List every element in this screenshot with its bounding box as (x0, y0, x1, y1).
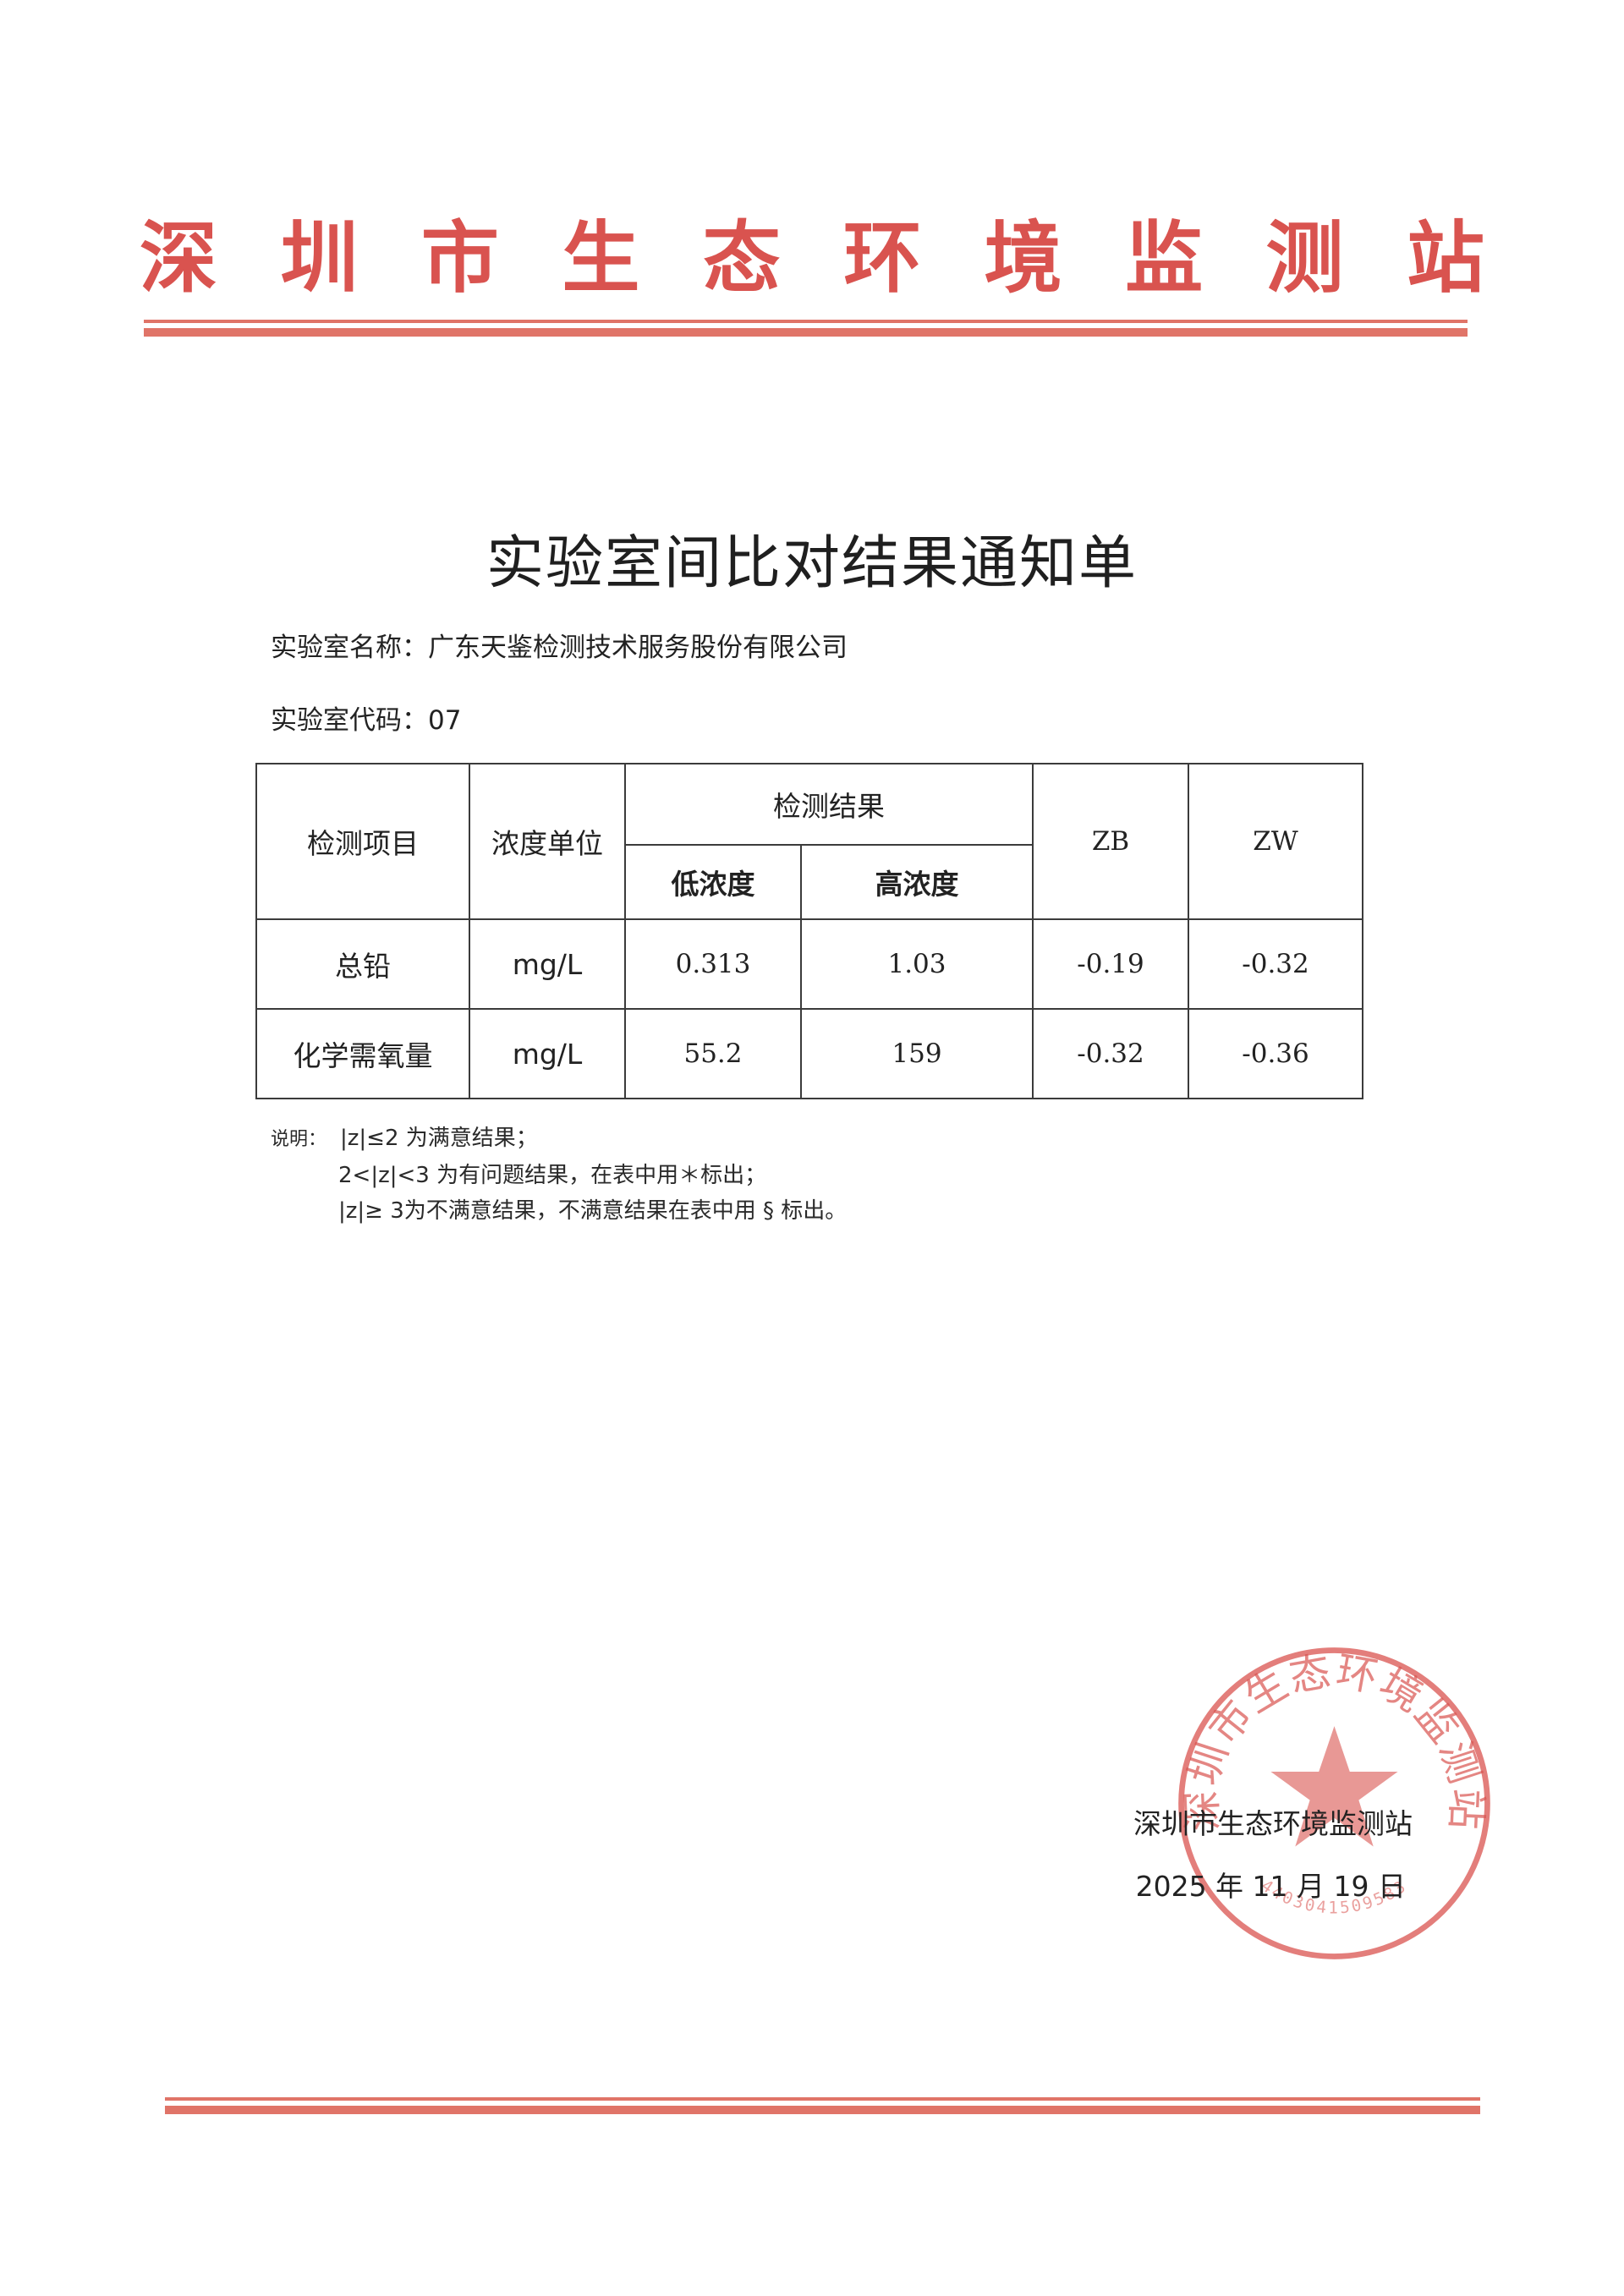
letterhead: 深 圳 市 生 态 环 境 监 测 站 (140, 203, 1484, 313)
lab-name-label: 实验室名称： (271, 633, 428, 663)
cell-zb: -0.19 (1032, 918, 1189, 1010)
cell-unit: mg/L (469, 1008, 626, 1099)
header-zb: ZB (1032, 763, 1189, 920)
letterhead-char: 测 (1265, 212, 1344, 304)
official-seal: 深圳市生态环境监测站 4403041509583 (1178, 1647, 1490, 1959)
results-table: 检测项目 浓度单位 检测结果 ZB ZW 低浓度 高浓度 总铅 mg/L 0.3… (255, 763, 1363, 1099)
signature-org: 深圳市生态环境监测站 (1133, 1807, 1413, 1840)
header-zw: ZW (1188, 763, 1363, 920)
letterhead-char: 市 (420, 212, 499, 304)
note-line: 说明： |z|≤2 为满意结果； (271, 1121, 847, 1158)
cell-item: 化学需氧量 (255, 1008, 470, 1099)
letterhead-char: 境 (984, 212, 1062, 304)
lab-code: 07 (428, 705, 462, 736)
letterhead-char: 圳 (280, 212, 359, 304)
cell-high: 159 (800, 1008, 1034, 1099)
note-text: |z|≤2 为满意结果； (340, 1126, 538, 1151)
letterhead-char: 深 (140, 212, 218, 304)
letterhead-char: 态 (702, 212, 781, 304)
letterhead-char: 监 (1125, 212, 1204, 304)
lab-name: 广东天鉴检测技术服务股份有限公司 (428, 633, 848, 663)
notes-label: 说明： (271, 1129, 327, 1150)
lab-name-line: 实验室名称：广东天鉴检测技术服务股份有限公司 (271, 626, 848, 664)
letterhead-char: 生 (562, 212, 640, 304)
header-results: 检测结果 (624, 763, 1034, 846)
cell-item: 总铅 (255, 918, 470, 1010)
page-title: 实验室间比对结果通知单 (486, 530, 1138, 597)
header-low: 低浓度 (624, 844, 802, 920)
table-row: 化学需氧量 mg/L 55.2 159 -0.32 -0.36 (255, 1008, 1363, 1099)
footer-rule-thick (165, 2106, 1480, 2114)
lab-code-line: 实验室代码：07 (271, 699, 461, 737)
letterhead-rule-thick (144, 328, 1468, 337)
signature-block: 深圳市生态环境监测站 2025 年 11 月 19 日 (1074, 1801, 1413, 1904)
cell-low: 55.2 (624, 1008, 802, 1099)
note-line: 2<|z|<3 为有问题结果，在表中用＊标出； (338, 1163, 767, 1188)
letterhead-char: 站 (1406, 212, 1484, 304)
header-high: 高浓度 (800, 844, 1034, 920)
note-line: |z|≥ 3为不满意结果，不满意结果在表中用 § 标出。 (338, 1198, 848, 1224)
header-item: 检测项目 (255, 763, 470, 920)
footer-rule-thin (165, 2097, 1480, 2101)
cell-zw: -0.36 (1188, 1008, 1363, 1099)
cell-zb: -0.32 (1032, 1008, 1189, 1099)
notes: 说明：|z|≤2 为满意结果； 2<|z|<3 为有问题结果，在表中用＊标出； … (271, 1121, 847, 1229)
table-row: 总铅 mg/L 0.313 1.03 -0.19 -0.32 (255, 918, 1363, 1010)
header-unit: 浓度单位 (469, 763, 626, 920)
cell-zw: -0.32 (1188, 918, 1363, 1010)
cell-high: 1.03 (800, 918, 1034, 1010)
table-subheader-row: 低浓度 高浓度 (256, 844, 1363, 920)
signature-date: 2025 年 11 月 19 日 (1135, 1870, 1406, 1903)
letterhead-rule-thin (144, 320, 1468, 323)
star-icon (1270, 1726, 1398, 1847)
cell-low: 0.313 (624, 918, 802, 1010)
lab-code-label: 实验室代码： (271, 705, 428, 736)
table-header-row: 检测项目 浓度单位 检测结果 ZB ZW (255, 763, 1363, 920)
letterhead-char: 环 (843, 212, 922, 304)
cell-unit: mg/L (469, 918, 626, 1010)
